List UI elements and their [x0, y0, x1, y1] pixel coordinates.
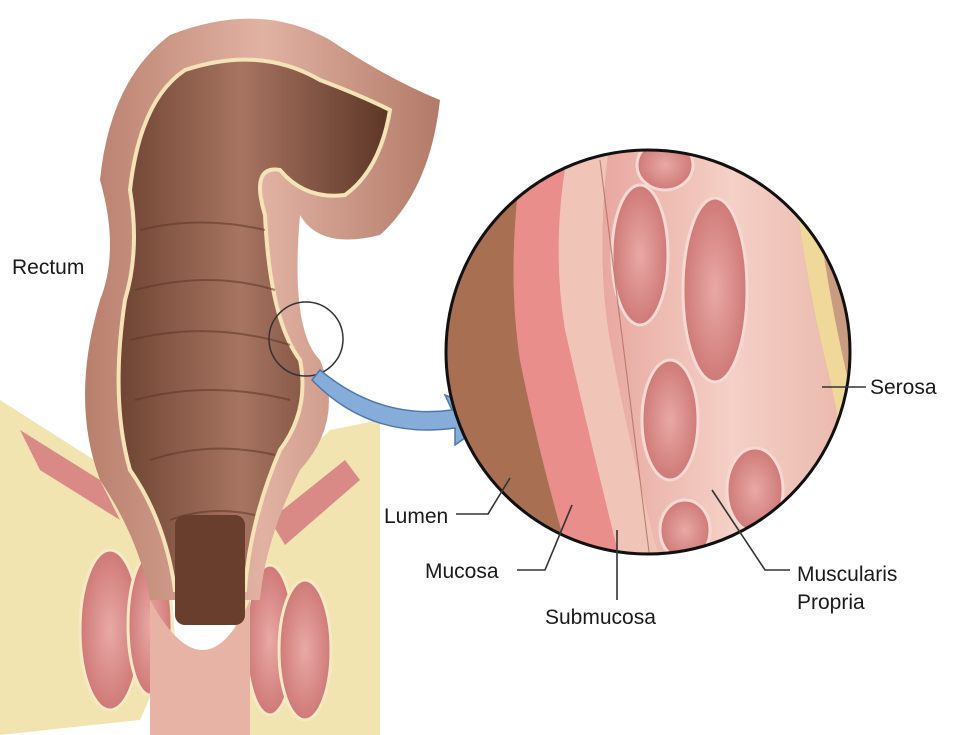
rectum-label: Rectum — [12, 256, 84, 280]
anal-canal — [175, 515, 245, 625]
muscularis-label-line2: Propria — [797, 589, 897, 617]
submucosa-label: Submucosa — [545, 606, 656, 630]
muscularis-label-line1: Muscularis — [797, 561, 897, 589]
magnified-wall-section — [440, 140, 870, 560]
serosa-label: Serosa — [870, 376, 937, 400]
muscularis-propria-label: Muscularis Propria — [797, 561, 897, 617]
mucosa-label: Mucosa — [425, 560, 499, 584]
lumen-label: Lumen — [384, 505, 448, 529]
